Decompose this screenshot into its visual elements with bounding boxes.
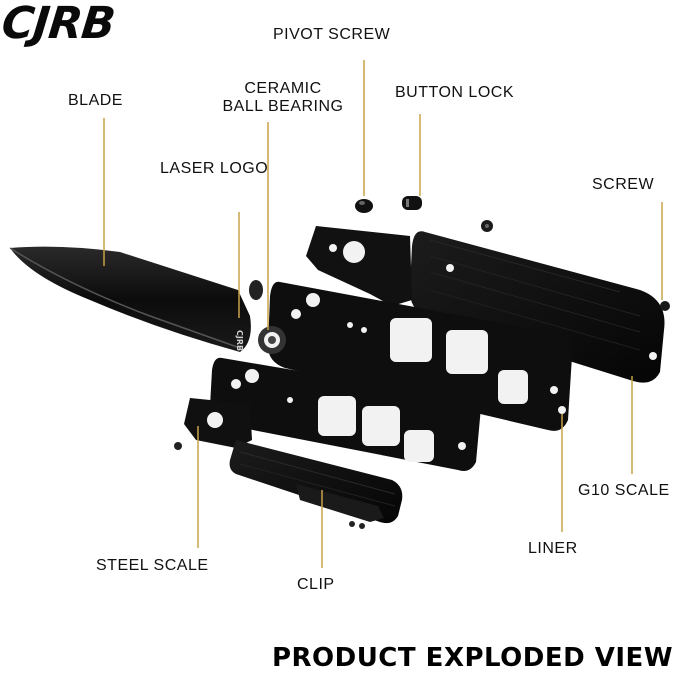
label-ceramic-line2: BALL BEARING [222,98,344,115]
label-clip: CLIP [297,576,335,593]
screw-part [660,301,670,311]
label-ceramic-ball-bearing: CERAMIC BALL BEARING [214,80,352,116]
label-liner: LINER [528,540,578,557]
label-screw: SCREW [592,176,655,193]
page-title: PRODUCT EXPLODED VIEW [271,643,673,673]
g10-scale-part [409,231,665,383]
blade-part: CJRB [9,246,251,352]
label-g10-scale: G10 SCALE [578,482,670,499]
stop-pin-part [249,280,263,300]
top-screw-part [481,220,493,232]
steel-scale-liner-part [210,357,481,471]
label-blade: BLADE [68,92,123,109]
label-steel-scale: STEEL SCALE [96,557,209,574]
clip-part [296,484,384,522]
label-pivot-screw: PIVOT SCREW [273,26,391,43]
blade-engraving-text: CJRB [235,330,244,351]
leader-lines [103,60,663,568]
pivot-screw-part [355,199,373,213]
label-laser-logo: LASER LOGO [160,160,269,177]
small-screws-part [174,442,365,529]
button-lock-part [402,196,422,210]
steel-back-plate-part [306,226,412,306]
ceramic-ball-bearing-part [258,326,286,354]
label-button-lock: BUTTON LOCK [395,84,514,101]
label-ceramic-line1: CERAMIC [244,80,322,97]
brand-logo: CJRB [0,0,117,49]
liner-part [268,281,573,431]
